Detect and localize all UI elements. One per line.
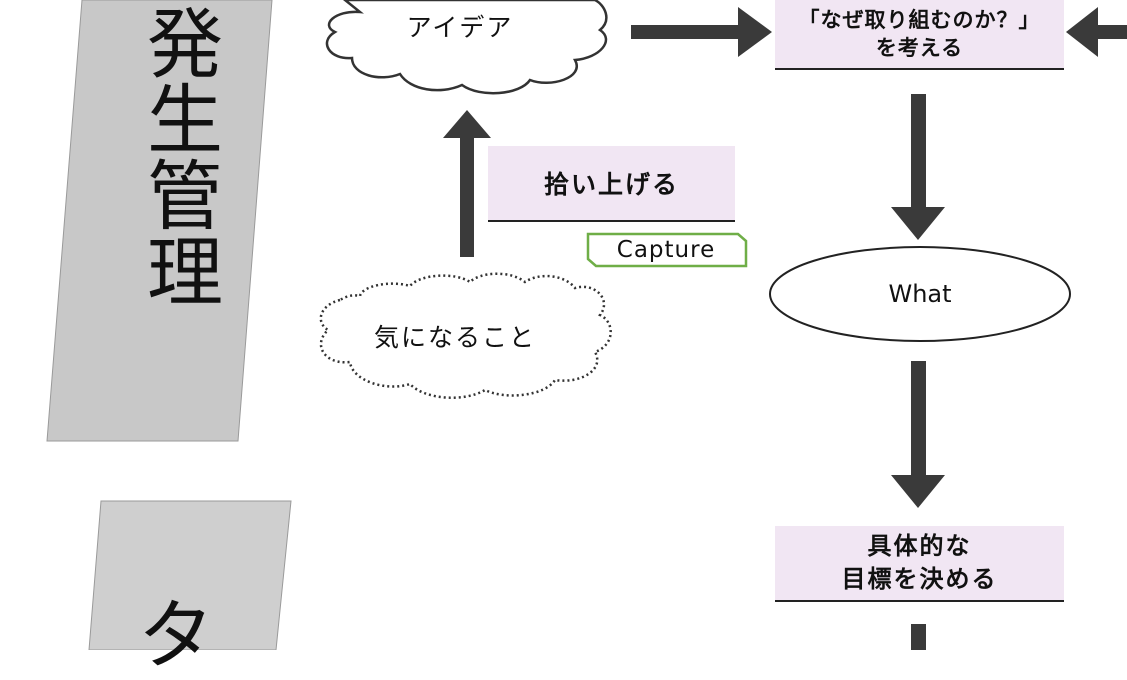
idea-label: アイデア: [406, 13, 514, 42]
pickup-box: 拾い上げる: [488, 146, 735, 222]
stage-label-occurrence: 発生管理: [134, 4, 223, 308]
arrow-left-head: [1066, 7, 1098, 57]
arrow-up-shaft: [460, 136, 474, 257]
curious-label: 気になること: [373, 323, 536, 352]
what-ellipse: [769, 246, 1071, 342]
goal-line-1: 具体的な: [867, 532, 972, 560]
arrow-down-3-shaft: [911, 624, 926, 650]
stage-label-next: タ: [138, 591, 214, 680]
flow-diagram: [46, 0, 1127, 650]
arrow-left-shaft: [1095, 25, 1127, 39]
what-label: What: [888, 280, 952, 308]
arrow-down-2-shaft: [911, 361, 926, 477]
arrow-down-1-head: [891, 207, 945, 240]
why-box: 「なぜ取り組むのか？」 を考える: [775, 0, 1064, 70]
arrow-down-2-head: [891, 475, 945, 508]
capture-tag-border: [586, 232, 748, 268]
why-line-2: を考える: [875, 36, 964, 60]
goal-line-2: 目標を決める: [841, 565, 998, 593]
goal-box: 具体的な 目標を決める: [775, 526, 1064, 602]
arrow-down-1-shaft: [911, 94, 926, 209]
arrow-right-shaft: [631, 25, 741, 39]
why-line-1: 「なぜ取り組むのか？」: [798, 8, 1041, 32]
idea-cloud: [325, 0, 608, 95]
curious-cloud: [319, 272, 612, 399]
arrow-right-head: [738, 7, 772, 57]
stage-band-next: [88, 500, 292, 650]
capture-tag: Capture: [616, 237, 716, 263]
pickup-label: 拾い上げる: [543, 170, 679, 199]
stage-band-occurrence: [46, 0, 273, 442]
arrow-up-head: [443, 110, 491, 138]
